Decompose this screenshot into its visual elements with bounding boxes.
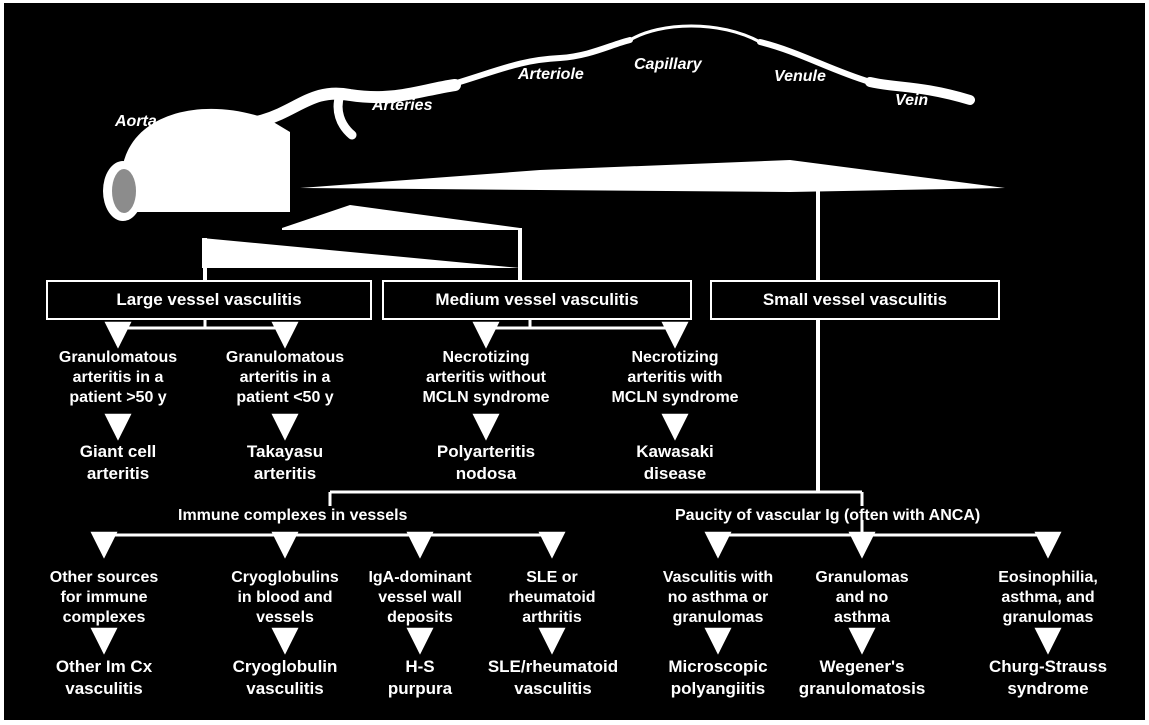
hs-purpura: H-S purpura (387, 657, 453, 698)
small-item-6-description: Granulomas and no asthma (815, 569, 909, 626)
venule-vessel (757, 39, 873, 85)
other-im-cx-vasculitis: Other Im Cx vasculitis (55, 657, 153, 698)
large-vessel-range-wedge (202, 238, 520, 268)
large-vessel-branches (104, 318, 299, 441)
vein-label: Vein (895, 92, 929, 109)
small-item-3-description: IgA-dominant vessel wall deposits (368, 569, 472, 626)
small-item-1-description: Other sources for immune complexes (49, 569, 159, 626)
microscopic-polyangiitis: Microscopic polyangiitis (668, 657, 768, 698)
artery-branch (333, 90, 357, 140)
medium-vessel-range-wedge (282, 205, 520, 230)
giant-cell-arteritis: Giant cell arteritis (79, 442, 157, 483)
medium-a-description: Necrotizing arteritis without MCLN syndr… (422, 349, 550, 406)
arteriole-vessel (447, 37, 633, 88)
small-vessel-branches (90, 490, 1062, 655)
aorta-tube (122, 170, 290, 212)
vessel-tree-illustration (103, 24, 975, 221)
paucity-ig-label: Paucity of vascular Ig (often with ANCA) (675, 507, 981, 524)
medium-b-description: Necrotizing arteritis with MCLN syndrome (611, 349, 739, 406)
small-vessel-range-wedge (300, 160, 1005, 192)
capillary-vessel (629, 24, 761, 44)
small-vessel-header: Small vessel vasculitis (710, 280, 1000, 320)
small-item-7-description: Eosinophilia, asthma, and granulomas (998, 569, 1098, 626)
capillary-label: Capillary (634, 56, 702, 73)
large-b-description: Granulomatous arteritis in a patient <50… (225, 349, 345, 406)
arteries-label: Arteries (372, 97, 433, 114)
small-item-4-description: SLE or rheumatoid arthritis (508, 569, 596, 626)
venule-label: Venule (774, 68, 826, 85)
small-item-2-description: Cryoglobulins in blood and vessels (231, 569, 339, 626)
wegeners-granulomatosis: Wegener's granulomatosis (798, 657, 926, 698)
immune-complexes-label: Immune complexes in vessels (178, 507, 408, 524)
small-item-5-description: Vasculitis with no asthma or granulomas (662, 569, 774, 626)
churg-strauss-syndrome: Churg-Strauss syndrome (988, 657, 1108, 698)
arteriole-label: Arteriole (518, 66, 584, 83)
polyarteritis-nodosa: Polyarteritis nodosa (436, 442, 536, 483)
aorta-label: Aorta (115, 113, 157, 130)
takayasu-arteritis: Takayasu arteritis (246, 442, 324, 483)
medium-vessel-branches (472, 318, 689, 441)
aorta-lumen (112, 169, 136, 213)
arteries-vessel (209, 79, 461, 132)
large-a-description: Granulomatous arteritis in a patient >50… (58, 349, 178, 406)
large-vessel-header: Large vessel vasculitis (46, 280, 372, 320)
medium-vessel-header: Medium vessel vasculitis (382, 280, 692, 320)
vein-vessel (865, 77, 975, 105)
cryoglobulin-vasculitis: Cryoglobulin vasculitis (232, 657, 338, 698)
sle-rheumatoid-vasculitis: SLE/rheumatoid vasculitis (487, 657, 619, 698)
category-stems (203, 190, 820, 492)
kawasaki-disease: Kawasaki disease (636, 442, 714, 483)
